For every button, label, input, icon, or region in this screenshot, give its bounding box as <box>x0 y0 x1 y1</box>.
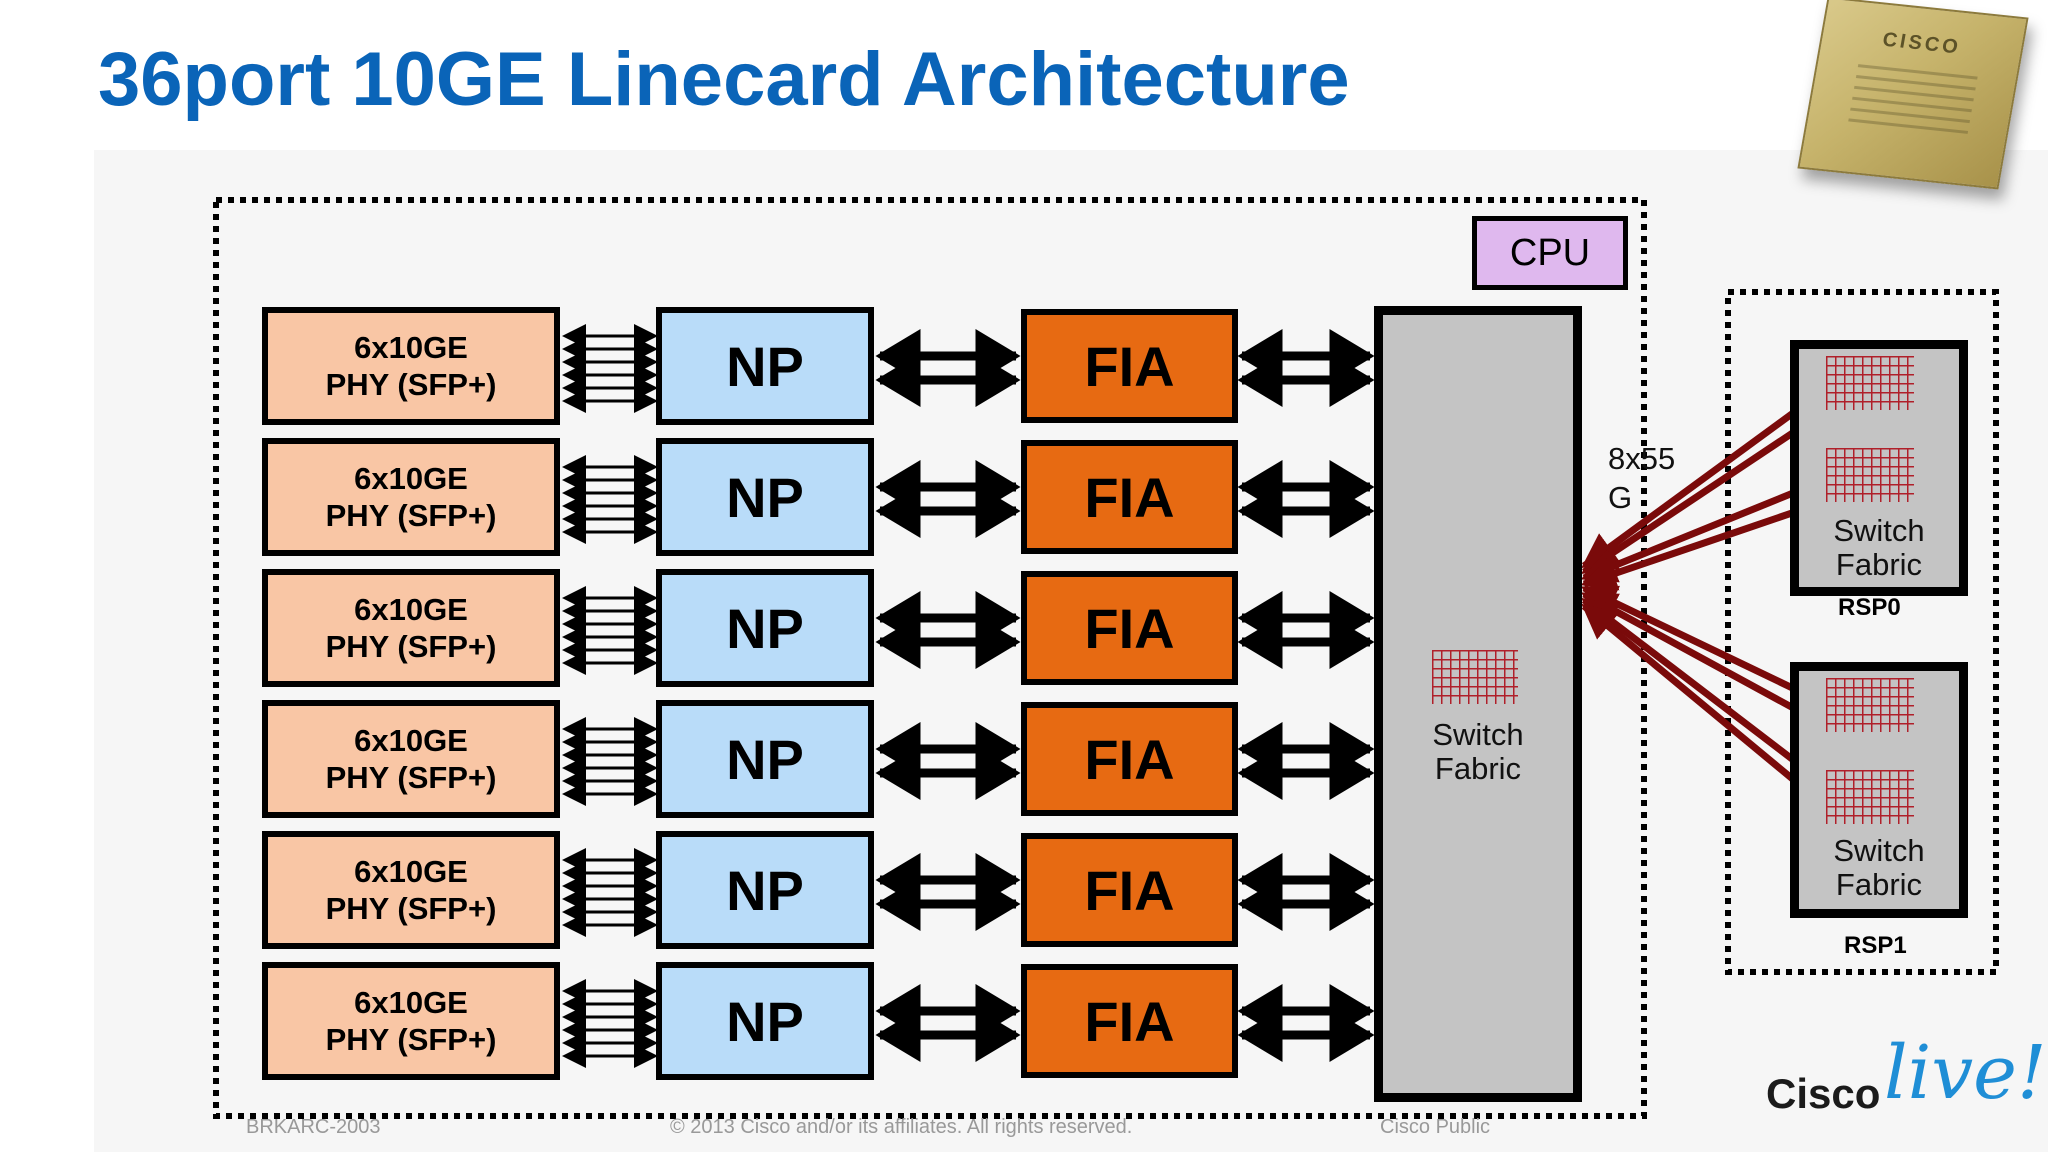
live-wordmark: live! <box>1884 1030 2047 1116</box>
np-label: NP <box>726 727 804 791</box>
fia-block: FIA <box>1021 702 1238 816</box>
np-label: NP <box>726 989 804 1053</box>
phy-label: 6x10GE PHY (SFP+) <box>325 329 497 402</box>
row-connectors <box>562 324 1375 413</box>
np-label: NP <box>726 858 804 922</box>
rsp0-label: RSP0 <box>1838 594 1901 621</box>
fabric-uplinks <box>1580 383 1834 813</box>
fabric-link-bandwidth-label: 8x55 G <box>1608 441 1676 515</box>
cisco-wordmark: Cisco <box>1766 1070 1881 1117</box>
phy-block: 6x10GE PHY (SFP+) <box>262 307 560 425</box>
row-connectors <box>562 717 1375 806</box>
fia-label: FIA <box>1084 989 1175 1053</box>
rsp1-fabric-grid-icon <box>1826 678 1914 732</box>
fia-label: FIA <box>1084 858 1175 922</box>
fia-block: FIA <box>1021 833 1238 947</box>
rsp1-label: RSP1 <box>1844 932 1907 959</box>
np-block: NP <box>656 962 874 1080</box>
fia-label: FIA <box>1084 465 1175 529</box>
phy-block: 6x10GE PHY (SFP+) <box>262 831 560 949</box>
phy-np-links <box>562 324 658 413</box>
phy-label: 6x10GE PHY (SFP+) <box>325 460 497 533</box>
row-connectors <box>562 455 1375 544</box>
cpu-label: CPU <box>1509 231 1591 274</box>
fia-block: FIA <box>1021 440 1238 554</box>
rsp0-fabric-grid-icon <box>1826 356 1914 410</box>
phy-block: 6x10GE PHY (SFP+) <box>262 962 560 1080</box>
np-block: NP <box>656 569 874 687</box>
phy-np-links <box>562 717 658 806</box>
phy-label: 6x10GE PHY (SFP+) <box>325 591 497 664</box>
rsp1-fabric-grid-icon <box>1826 770 1914 824</box>
rsp-boundary <box>1725 289 1999 975</box>
np-block: NP <box>656 438 874 556</box>
rsp0-fabric-grid-icon <box>1826 448 1914 502</box>
np-label: NP <box>726 334 804 398</box>
cpu-block: CPU <box>1472 216 1628 290</box>
phy-block: 6x10GE PHY (SFP+) <box>262 700 560 818</box>
footer-copyright: © 2013 Cisco and/or its affiliates. All … <box>670 1116 1133 1138</box>
switch-fabric-label: Switch Fabric <box>1432 717 1524 787</box>
switch-fabric-grid-icon <box>1432 650 1518 704</box>
phy-block: 6x10GE PHY (SFP+) <box>262 569 560 687</box>
rsp1-fabric-label: Switch Fabric <box>1833 833 1925 903</box>
fia-block: FIA <box>1021 571 1238 685</box>
fia-label: FIA <box>1084 727 1175 791</box>
phy-np-links <box>562 848 658 937</box>
phy-block: 6x10GE PHY (SFP+) <box>262 438 560 556</box>
fia-label: FIA <box>1084 596 1175 660</box>
row-connectors <box>562 848 1375 937</box>
row-connectors <box>562 979 1375 1068</box>
phy-np-links <box>562 979 658 1068</box>
np-block: NP <box>656 831 874 949</box>
slide-title: 36port 10GE Linecard Architecture <box>98 37 1350 122</box>
phy-label: 6x10GE PHY (SFP+) <box>325 853 497 926</box>
np-label: NP <box>726 465 804 529</box>
phy-label: 6x10GE PHY (SFP+) <box>325 984 497 1057</box>
np-block: NP <box>656 700 874 818</box>
footer-session-code: BRKARC-2003 <box>246 1116 381 1138</box>
fia-block: FIA <box>1021 309 1238 423</box>
phy-np-links <box>562 586 658 675</box>
phy-np-links <box>562 455 658 544</box>
np-label: NP <box>726 596 804 660</box>
rsp0-fabric-label: Switch Fabric <box>1833 513 1925 583</box>
phy-label: 6x10GE PHY (SFP+) <box>325 722 497 795</box>
row-connectors <box>562 586 1375 675</box>
fia-label: FIA <box>1084 334 1175 398</box>
fia-block: FIA <box>1021 964 1238 1078</box>
np-block: NP <box>656 307 874 425</box>
footer-classification: Cisco Public <box>1380 1116 1491 1138</box>
